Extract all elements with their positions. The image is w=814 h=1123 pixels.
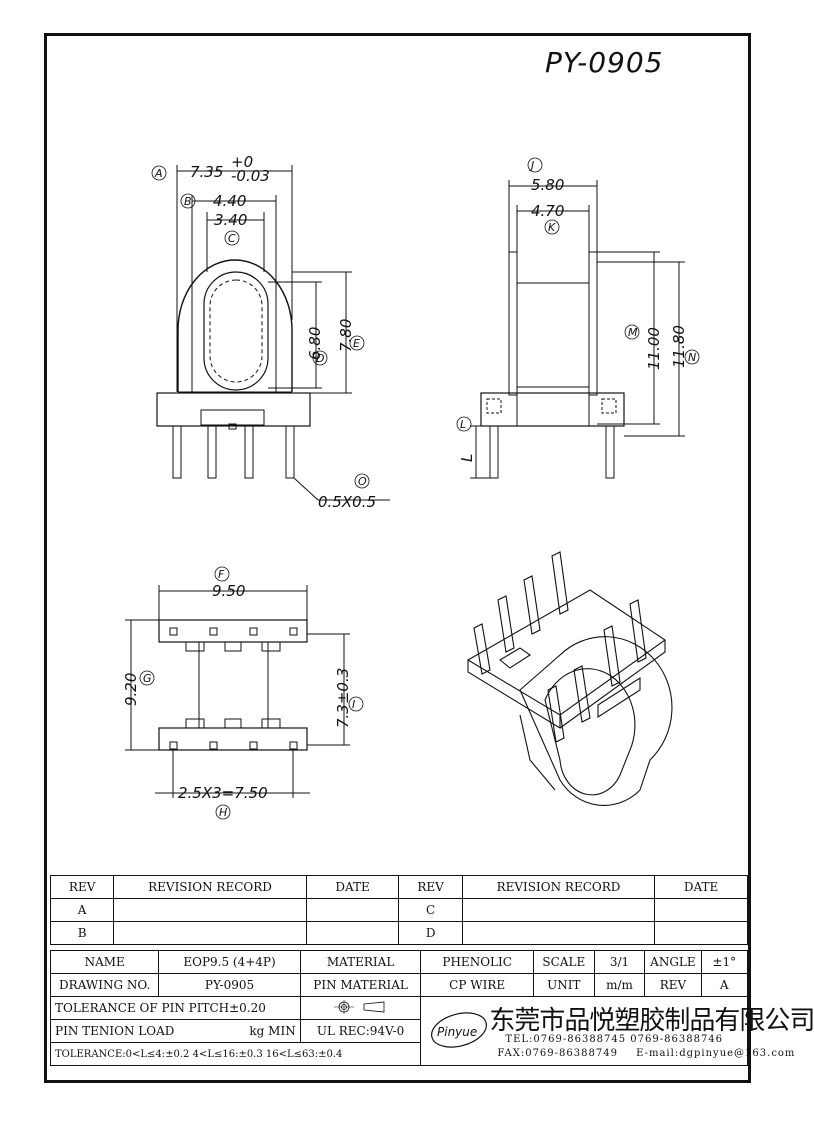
front-view (156, 165, 390, 501)
pin-tension-row: PIN TENION LOAD kg MIN (50, 1019, 301, 1043)
scale-value: 3/1 (593, 950, 646, 974)
pin-material-label: PIN MATERIAL (299, 973, 422, 997)
label-G: G (143, 672, 152, 685)
rev-header: REV (49, 875, 115, 899)
angle-value: ±1° (700, 950, 749, 974)
company-name: 东莞市品悦塑胶制品有限公司 (489, 1006, 814, 1036)
name-label: NAME (49, 950, 160, 974)
record-cell (113, 921, 307, 945)
label-E: E (353, 337, 360, 350)
record-cell (113, 898, 307, 922)
dim-N-value: 11.80 (670, 325, 688, 368)
dim-K-value: 4.70 (531, 202, 564, 220)
label-H: H (219, 806, 227, 819)
material-value: PHENOLIC (420, 950, 534, 974)
rev-cell: B (49, 921, 115, 945)
company-logo: Pinyue (431, 1012, 488, 1048)
projection-symbol-icon (333, 999, 384, 1014)
dim-H-value: 2.5X3=7.50 (178, 784, 268, 802)
rev-cell: C (398, 898, 463, 922)
title-block: NAME EOP9.5 (4+4P) MATERIAL PHENOLIC SCA… (49, 950, 814, 1066)
label-A: A (154, 167, 163, 180)
rev-header-2: REV (398, 875, 463, 899)
ul-rec: UL REC:94V-0 (299, 1019, 422, 1043)
pin-tension-label: PIN TENION LOAD (55, 1024, 175, 1038)
technical-drawing: A 7.35 +0 -0.03 B 4.40 3.40 C 6.80 D 7.8… (122, 153, 700, 820)
label-B: B (184, 195, 192, 208)
side-view (470, 180, 685, 479)
dim-I-value: 7.3±0.3 (334, 668, 352, 728)
revision-record-header: REVISION RECORD (113, 875, 307, 899)
rev-label: REV (644, 973, 702, 997)
date-cell (305, 898, 400, 922)
dim-D-value: 6.80 (306, 327, 324, 360)
dim-F-value: 9.50 (212, 582, 245, 600)
revision-record-header-2: REVISION RECORD (461, 875, 656, 899)
name-value: EOP9.5 (4+4P) (158, 950, 301, 974)
date-header-2: DATE (654, 875, 748, 899)
dim-A-tol-upper: +0 (231, 153, 253, 171)
dim-A-value: 7.35 (190, 163, 223, 181)
pin-tension-unit: kg MIN (249, 1024, 296, 1038)
drawing-title: PY-0905 (545, 46, 664, 79)
dim-G-value: 9.20 (122, 673, 140, 706)
label-N: N (688, 351, 696, 364)
dim-E-value: 7.80 (337, 319, 355, 352)
rev-value: A (700, 973, 749, 997)
company-tel: TEL:0769-86388745 0769-86388746 (505, 1034, 724, 1045)
company-fax: FAX:0769-86388749 (497, 1048, 618, 1059)
label-F: F (218, 568, 225, 581)
isometric-view (466, 551, 673, 807)
tolerance-line: TOLERANCE:0<L≤4:±0.2 4<L≤16:±0.3 16<L≤63… (49, 1042, 422, 1066)
dim-C-value: 3.40 (214, 211, 247, 229)
table-row: B D (49, 921, 748, 945)
bottom-view (125, 585, 350, 798)
revision-header-row: REV REVISION RECORD DATE REV REVISION RE… (49, 875, 748, 899)
date-header: DATE (305, 875, 400, 899)
rev-cell: D (398, 921, 463, 945)
pin-pitch-tolerance: TOLERANCE OF PIN PITCH±0.20 (50, 996, 301, 1020)
dim-A-tol-lower: -0.03 (231, 167, 270, 185)
record-cell (461, 921, 656, 945)
label-D: D (316, 352, 324, 365)
projection-symbol (299, 996, 422, 1020)
logo-text: Pinyue (437, 1025, 477, 1039)
date-cell (654, 921, 748, 945)
label-M: M (628, 326, 638, 339)
unit-value: m/m (593, 973, 646, 997)
label-O: O (358, 475, 367, 488)
label-K: K (548, 221, 556, 234)
dim-L-value: L (458, 454, 476, 462)
date-cell (654, 898, 748, 922)
label-L-circle: L (460, 418, 466, 431)
date-cell (305, 921, 400, 945)
label-C: C (228, 232, 236, 245)
drawing-no-value: PY-0905 (158, 973, 301, 997)
label-I: I (352, 698, 355, 711)
pin-material-value: CP WIRE (420, 973, 534, 997)
record-cell (461, 898, 656, 922)
drawing-border (44, 33, 751, 1083)
company-email: E-mail:dgpinyue@163.com (636, 1048, 796, 1059)
angle-label: ANGLE (644, 950, 702, 974)
drawing-no-label: DRAWING NO. (49, 973, 160, 997)
company-block: Pinyue 东莞市品悦塑胶制品有限公司 TEL:0769-86388745 0… (420, 996, 814, 1066)
rev-cell: A (49, 898, 115, 922)
scale-label: SCALE (532, 950, 595, 974)
dim-J-value: 5.80 (531, 176, 564, 194)
revision-table: REV REVISION RECORD DATE REV REVISION RE… (49, 875, 748, 945)
unit-label: UNIT (532, 973, 595, 997)
table-row: A C (49, 898, 748, 922)
dim-B-value: 4.40 (213, 192, 246, 210)
material-label: MATERIAL (299, 950, 422, 974)
dim-M-value: 11.00 (645, 327, 663, 370)
label-J: J (529, 159, 534, 172)
dim-O-value: 0.5X0.5 (318, 493, 376, 511)
